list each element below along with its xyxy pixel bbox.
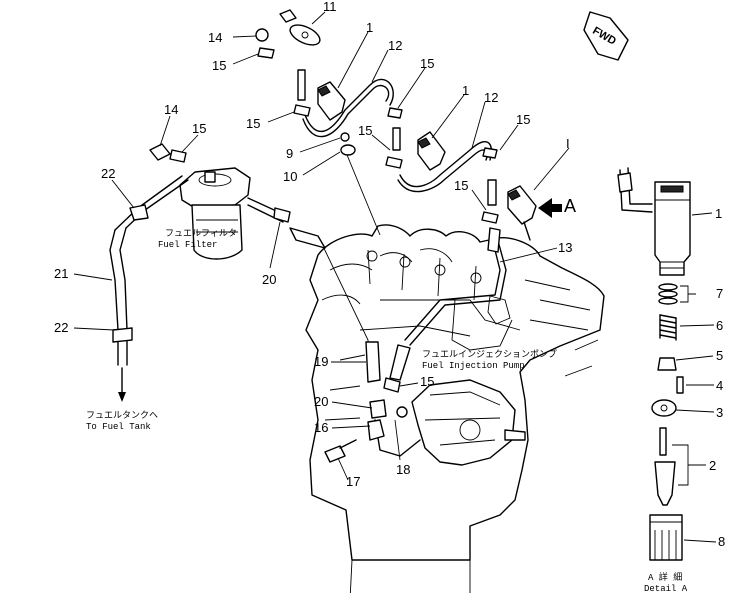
callout-detail-4: 4 xyxy=(716,378,723,393)
callout-15: 15 xyxy=(192,121,206,136)
callout-16: 16 xyxy=(314,420,328,435)
callout-20: 20 xyxy=(314,394,328,409)
fwd-arrow-icon: FWD xyxy=(583,11,629,61)
callout-11: 11 xyxy=(323,0,337,14)
fuel-injection-pump xyxy=(411,379,526,466)
callout-15: 15 xyxy=(212,58,226,73)
to-tank-arrow-icon xyxy=(118,367,126,402)
callout-14: 14 xyxy=(208,30,222,45)
callout-12: 12 xyxy=(484,90,498,105)
to-fuel-tank-label-en: To Fuel Tank xyxy=(86,422,151,432)
pump-label-en: Fuel Injection Pump xyxy=(422,361,525,371)
fwd-label: FWD xyxy=(590,25,618,48)
callout-20: 20 xyxy=(262,272,276,287)
hoses xyxy=(112,227,501,383)
callout-9: 9 xyxy=(286,146,293,161)
callout-22: 22 xyxy=(101,166,115,181)
callout-17: 17 xyxy=(346,474,360,489)
pump-label-jp: フュエルインジェクションポンプ xyxy=(422,349,557,360)
view-a-arrow-icon: A xyxy=(538,196,576,218)
callout-15: 15 xyxy=(420,56,434,71)
callout-detail-1: 1 xyxy=(715,206,722,221)
callout-15: 15 xyxy=(420,374,434,389)
nozzle-holder-plate xyxy=(279,9,321,46)
to-fuel-tank-label-jp: フュエルタンクヘ xyxy=(86,410,158,421)
callout-detail-8: 8 xyxy=(718,534,725,549)
callout-22: 22 xyxy=(54,320,68,335)
view-a-label: A xyxy=(564,196,576,216)
callout-13: 13 xyxy=(558,240,572,255)
callout-14: 14 xyxy=(164,102,178,117)
leader-lines xyxy=(73,11,570,481)
small-parts xyxy=(129,28,499,463)
callout-numbers: 11 14 15 1 12 15 15 1 12 9 10 15 15 I 15… xyxy=(54,0,725,549)
callout-10: 10 xyxy=(283,169,297,184)
injector-1-middle xyxy=(417,131,446,171)
fuel-pipe-12a xyxy=(304,78,394,133)
callout-1: 1 xyxy=(462,83,469,98)
callout-detail-6: 6 xyxy=(716,318,723,333)
detail-a-label-en: Detail A xyxy=(644,584,688,593)
callout-detail-3: 3 xyxy=(716,405,723,420)
callout-detail-5: 5 xyxy=(716,348,723,363)
callout-I: I xyxy=(566,136,570,151)
detail-a-label-jp: A 詳 細 xyxy=(648,571,682,583)
callout-detail-7: 7 xyxy=(716,286,723,301)
callout-15: 15 xyxy=(358,123,372,138)
callout-12: 12 xyxy=(388,38,402,53)
detail-a xyxy=(617,167,717,561)
callout-detail-2: 2 xyxy=(709,458,716,473)
fuel-filter-label-jp: フュエルフィルタ xyxy=(165,228,237,239)
text-labels: フュエルフィルタ Fuel Filter フュエルタンクヘ To Fuel Ta… xyxy=(86,228,688,593)
callout-1: 1 xyxy=(366,20,373,35)
callout-15: 15 xyxy=(454,178,468,193)
callout-21: 21 xyxy=(54,266,68,281)
callout-15: 15 xyxy=(516,112,530,127)
callout-18: 18 xyxy=(396,462,410,477)
injector-1-lower xyxy=(507,185,537,241)
injector-1-top xyxy=(317,81,346,121)
callout-15: 15 xyxy=(246,116,260,131)
callout-19: 19 xyxy=(314,354,328,369)
fuel-filter xyxy=(179,167,251,260)
fuel-filter-label-en: Fuel Filter xyxy=(158,240,217,250)
